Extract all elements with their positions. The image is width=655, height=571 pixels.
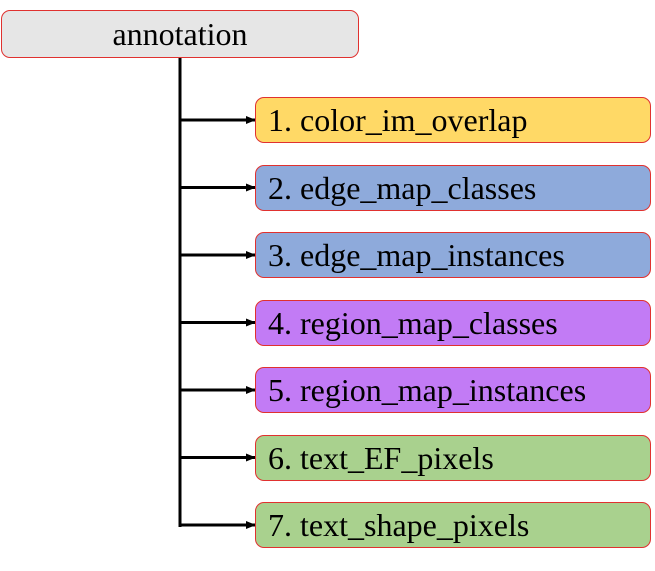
child-node-edge-map-classes: 2. edge_map_classes [255, 164, 651, 211]
child-node-label: 4. region_map_classes [268, 304, 558, 341]
child-node-label: 5. region_map_instances [268, 372, 587, 408]
child-node-label: 6. text_EF_pixels [268, 439, 494, 476]
child-node-label: 7. text_shape_pixels [268, 507, 530, 543]
child-node-label: 2. edge_map_classes [268, 169, 537, 206]
child-node-label: 1. color_im_overlap [268, 102, 528, 138]
child-node-label: 3. edge_map_instances [268, 237, 565, 273]
root-node-label: annotation [112, 16, 248, 52]
child-node-region-map-instances: 5. region_map_instances [255, 367, 651, 413]
child-node-text-shape-pixels: 7. text_shape_pixels [255, 502, 651, 548]
child-node-color-im-overlap: 1. color_im_overlap [255, 97, 651, 143]
root-node-annotation: annotation [1, 10, 359, 58]
child-node-region-map-classes: 4. region_map_classes [255, 299, 651, 346]
child-node-text-ef-pixels: 6. text_EF_pixels [255, 434, 651, 481]
child-node-edge-map-instances: 3. edge_map_instances [255, 232, 651, 278]
